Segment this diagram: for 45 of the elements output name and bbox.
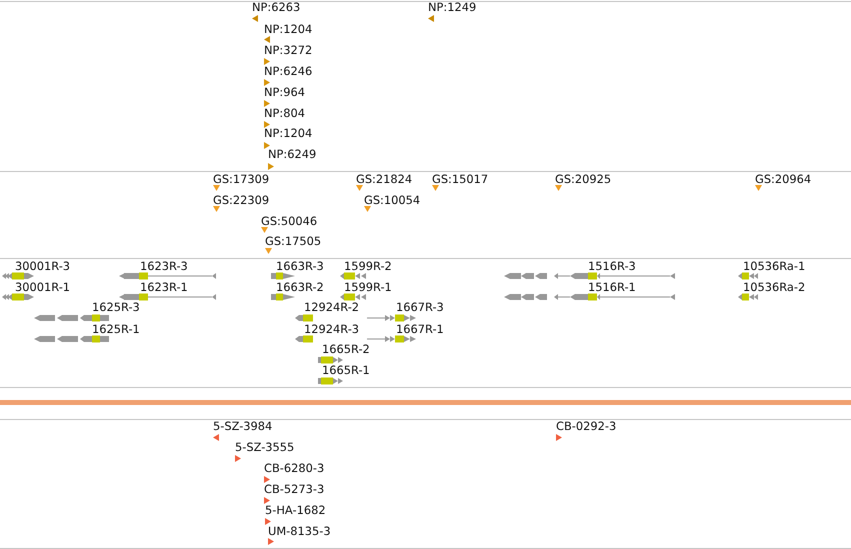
feature-label: CB-0292-3: [556, 420, 616, 433]
feature-label: 1599R-2: [344, 260, 392, 273]
feature-label: GS:21824: [356, 173, 412, 186]
feature-label: 1516R-1: [588, 281, 636, 294]
feature-label: NP:6263: [252, 1, 300, 14]
feature-label: GS:15017: [432, 173, 488, 186]
feature-label: 1663R-3: [276, 260, 324, 273]
feature-label: NP:3272: [264, 44, 312, 57]
feature-label: 1625R-3: [92, 301, 140, 314]
feature-label: CB-6280-3: [264, 462, 324, 475]
feature-label: GS:10054: [364, 194, 420, 207]
feature-label: 1667R-1: [396, 323, 444, 336]
feature-label: 5-HA-1682: [265, 504, 326, 517]
feature-label: 10536Ra-2: [743, 281, 806, 294]
feature-label: NP:1249: [428, 1, 476, 14]
feature-label: 1623R-1: [140, 281, 188, 294]
feature-label: NP:964: [264, 86, 305, 99]
feature-label: 1665R-1: [322, 364, 370, 377]
feature-label: UM-8135-3: [268, 525, 331, 538]
feature-label: GS:22309: [213, 194, 270, 207]
feature-label: 1623R-3: [140, 260, 188, 273]
feature-label: GS:20964: [755, 173, 812, 186]
feature-label: 12924R-3: [304, 323, 360, 336]
feature-label: GS:20925: [555, 173, 612, 186]
feature-label: 5-SZ-3555: [235, 441, 294, 454]
feature-label: 1516R-3: [588, 260, 636, 273]
feature-label: 5-SZ-3984: [213, 420, 272, 433]
feature-label: 12924R-2: [304, 301, 360, 314]
feature-label: 1665R-2: [322, 343, 370, 356]
feature-label: NP:1204: [264, 127, 312, 140]
feature-label: GS:17505: [265, 235, 322, 248]
feature-label: 1667R-3: [396, 301, 444, 314]
feature-label: 1599R-1: [344, 281, 392, 294]
feature-label: 30001R-3: [15, 260, 70, 273]
feature-label: NP:6246: [264, 65, 312, 78]
feature-label: 30001R-1: [15, 281, 70, 294]
feature-label: GS:17309: [213, 173, 270, 186]
feature-label: NP:6249: [268, 148, 316, 161]
feature-label: 1663R-2: [276, 281, 324, 294]
feature-label: GS:50046: [261, 215, 318, 228]
feature-label: 10536Ra-1: [743, 260, 806, 273]
feature-label: NP:1204: [264, 23, 312, 36]
feature-label: CB-5273-3: [264, 483, 324, 496]
feature-label: NP:804: [264, 107, 305, 120]
feature-label: 1625R-1: [92, 323, 140, 336]
